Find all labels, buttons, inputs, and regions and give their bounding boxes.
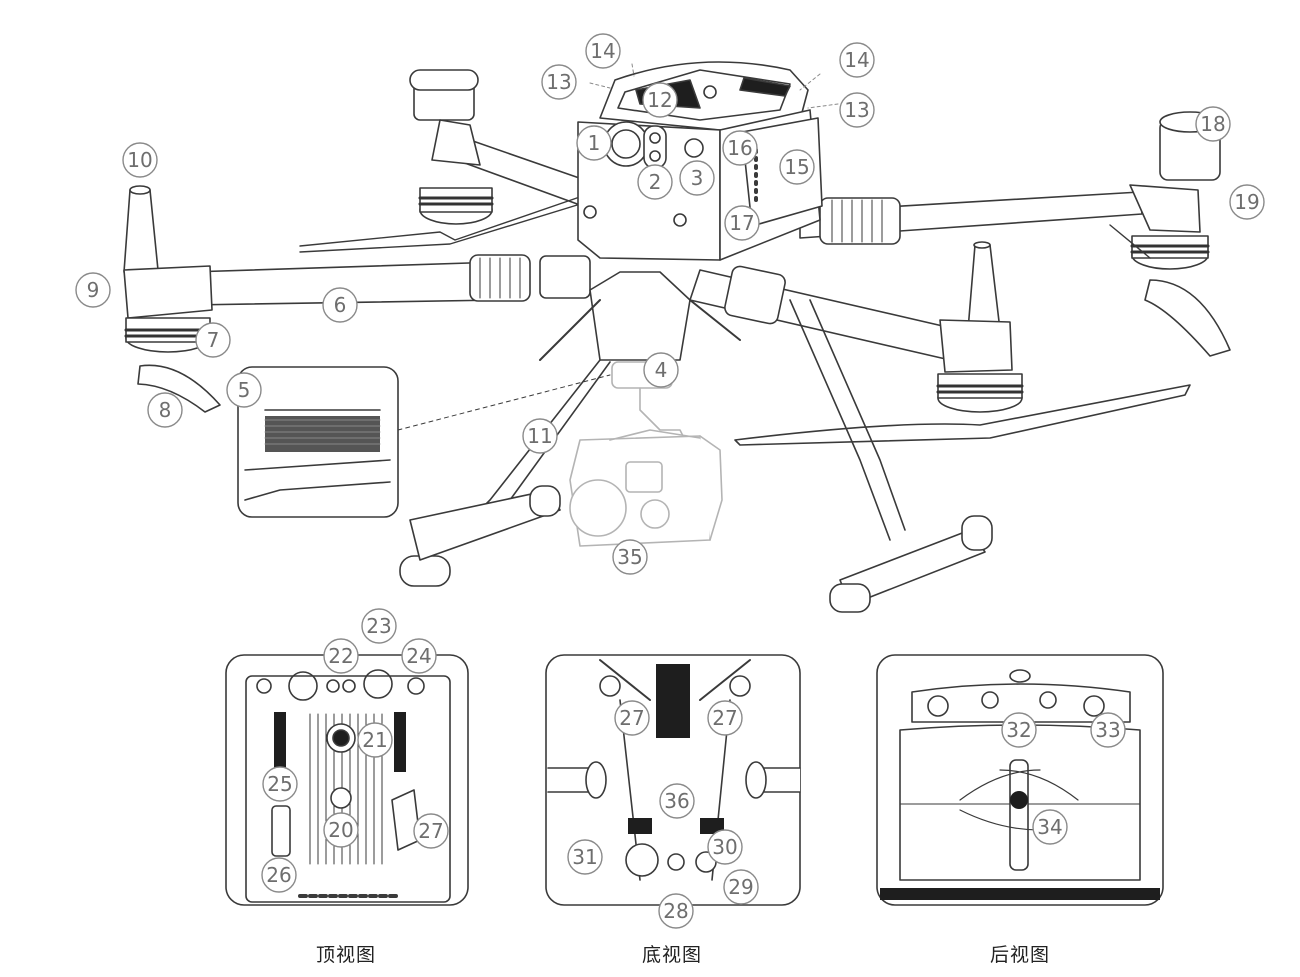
callout-15: 15 [779, 149, 815, 185]
rear-view-diagram [876, 654, 1164, 906]
callout-31: 31 [567, 839, 603, 875]
callout-34: 34 [1032, 809, 1068, 845]
callout-6: 6 [322, 287, 358, 323]
svg-text:10: 10 [127, 148, 152, 172]
svg-text:13: 13 [844, 98, 869, 122]
svg-text:21: 21 [362, 728, 387, 752]
svg-text:5: 5 [238, 378, 251, 402]
svg-text:8: 8 [159, 398, 172, 422]
callout-11: 11 [522, 418, 558, 454]
callout-25: 25 [262, 766, 298, 802]
callout-32: 32 [1001, 712, 1037, 748]
svg-text:3: 3 [691, 166, 704, 190]
top-view-diagram [225, 654, 469, 906]
callout-21: 21 [357, 722, 393, 758]
callout-2: 2 [637, 164, 673, 200]
svg-text:9: 9 [87, 278, 100, 302]
callout-13a: 13 [541, 64, 577, 100]
callout-28: 28 [658, 893, 694, 929]
callout-5: 5 [226, 372, 262, 408]
callout-17: 17 [724, 205, 760, 241]
callout-22: 22 [323, 638, 359, 674]
svg-text:34: 34 [1037, 815, 1062, 839]
caption-top-view: 顶视图 [315, 944, 376, 966]
callout-29: 29 [723, 869, 759, 905]
svg-text:11: 11 [527, 424, 552, 448]
leader-lines [589, 63, 839, 109]
caption-rear-view: 后视图 [989, 944, 1050, 966]
svg-text:27: 27 [619, 706, 644, 730]
svg-text:27: 27 [712, 706, 737, 730]
svg-text:19: 19 [1234, 190, 1259, 214]
callout-13b: 13 [839, 92, 875, 128]
callout-16: 16 [722, 130, 758, 166]
callout-20: 20 [323, 812, 359, 848]
caption-bottom-view: 底视图 [641, 944, 702, 966]
svg-text:33: 33 [1095, 718, 1120, 742]
gimbal-camera [569, 361, 723, 547]
svg-text:28: 28 [663, 899, 688, 923]
callout-27-top: 27 [413, 813, 449, 849]
arm-front-left [123, 185, 591, 413]
svg-text:13: 13 [546, 70, 571, 94]
svg-text:32: 32 [1006, 718, 1031, 742]
callout-layer: 1 2 3 4 5 6 7 8 9 10 11 12 13 13 14 14 1… [75, 33, 1265, 929]
callout-8: 8 [147, 392, 183, 428]
callout-26: 26 [261, 857, 297, 893]
callout-10: 10 [122, 142, 158, 178]
svg-text:36: 36 [664, 789, 689, 813]
svg-text:17: 17 [729, 211, 754, 235]
svg-text:20: 20 [328, 818, 353, 842]
svg-text:26: 26 [266, 863, 291, 887]
callout-30: 30 [707, 829, 743, 865]
svg-text:7: 7 [207, 328, 220, 352]
arm-rear-left [299, 69, 601, 253]
svg-text:15: 15 [784, 155, 809, 179]
callout-24: 24 [401, 638, 437, 674]
svg-text:16: 16 [727, 136, 752, 160]
callout-33: 33 [1090, 712, 1126, 748]
svg-text:18: 18 [1200, 112, 1225, 136]
callout-23: 23 [361, 608, 397, 644]
callout-7: 7 [195, 322, 231, 358]
arm-rear-right [799, 111, 1231, 357]
callout-19: 19 [1229, 184, 1265, 220]
svg-text:12: 12 [647, 88, 672, 112]
callout-14b: 14 [839, 42, 875, 78]
callout-35: 35 [612, 539, 648, 575]
inset-detail-box [237, 366, 611, 518]
landing-gear [399, 271, 993, 613]
svg-text:31: 31 [572, 845, 597, 869]
callout-3: 3 [679, 160, 715, 196]
callout-4: 4 [643, 352, 679, 388]
svg-text:14: 14 [844, 48, 869, 72]
callout-12: 12 [642, 82, 678, 118]
callout-14a: 14 [585, 33, 621, 69]
arm-front-right [689, 241, 1191, 446]
svg-text:24: 24 [406, 644, 431, 668]
callout-18: 18 [1195, 106, 1231, 142]
callout-27-bottom-left: 27 [614, 700, 650, 736]
svg-text:14: 14 [590, 39, 615, 63]
svg-text:35: 35 [617, 545, 642, 569]
callout-36: 36 [659, 783, 695, 819]
svg-text:4: 4 [655, 358, 668, 382]
svg-text:25: 25 [267, 772, 292, 796]
svg-text:27: 27 [418, 819, 443, 843]
svg-text:22: 22 [328, 644, 353, 668]
callout-9: 9 [75, 272, 111, 308]
svg-text:29: 29 [728, 875, 753, 899]
callout-1: 1 [576, 125, 612, 161]
svg-text:1: 1 [588, 131, 601, 155]
svg-text:2: 2 [649, 170, 662, 194]
callout-27-bottom-right: 27 [707, 700, 743, 736]
svg-text:6: 6 [334, 293, 347, 317]
svg-text:30: 30 [712, 835, 737, 859]
svg-text:23: 23 [366, 614, 391, 638]
